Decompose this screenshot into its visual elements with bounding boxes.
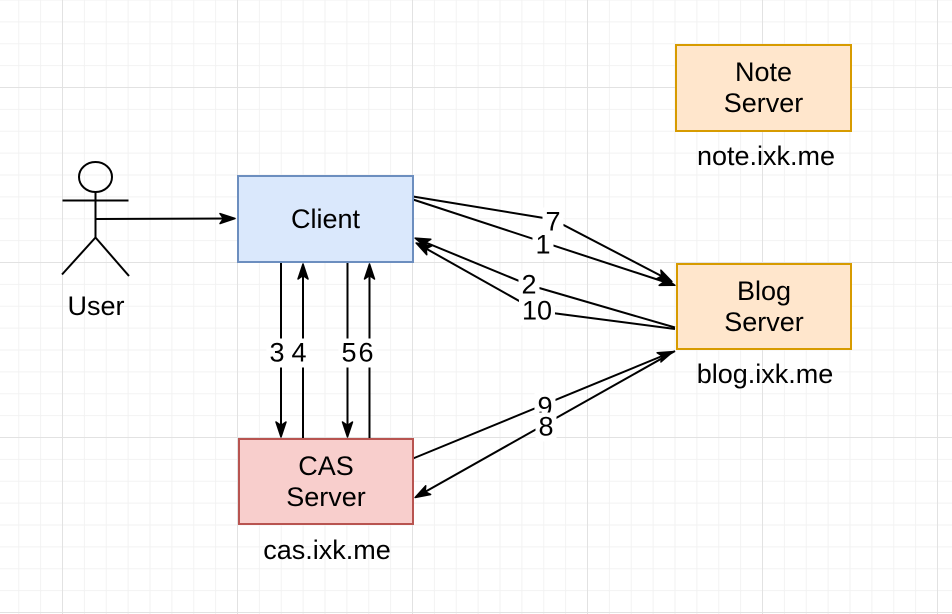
edge-label-step2[interactable]: 2 <box>518 270 540 300</box>
edge-label-step6[interactable]: 6 <box>355 338 377 368</box>
cas-server-name-line2: Server <box>286 481 366 512</box>
cas-server-name-line1: CAS <box>298 450 354 481</box>
edge-label-step5[interactable]: 5 <box>338 338 360 368</box>
note-server-name-line1: Note <box>734 57 793 87</box>
edge-label-step3[interactable]: 3 <box>266 338 288 368</box>
actor-leg-left <box>61 236 97 276</box>
note-server-domain-label[interactable]: note.ixk.me <box>696 141 836 171</box>
blog-server-domain-label[interactable]: blog.ixk.me <box>696 359 834 389</box>
note-server-node[interactable]: Note Server <box>675 44 852 132</box>
cas-server-node[interactable]: CAS Server <box>238 438 414 525</box>
edge-label-step7[interactable]: 7 <box>542 207 564 237</box>
blog-server-node[interactable]: Blog Server <box>676 263 852 350</box>
actor-leg-right <box>94 236 130 277</box>
client-node[interactable]: Client <box>237 175 414 263</box>
edge-label-step8[interactable]: 8 <box>535 412 557 442</box>
blog-server-name-line2: Server <box>724 306 804 337</box>
user-actor[interactable] <box>61 161 130 277</box>
note-server-name-line2: Server <box>723 88 804 118</box>
edge-label-step10[interactable]: 10 <box>518 296 556 326</box>
edge-label-step1[interactable]: 1 <box>532 230 554 260</box>
client-node-label: Client <box>290 203 361 234</box>
edge-label-step4[interactable]: 4 <box>288 338 310 368</box>
user-actor-label[interactable]: User <box>67 291 125 321</box>
actor-head <box>78 161 113 193</box>
edge-user-to-client[interactable] <box>95 212 236 225</box>
cas-server-domain-label[interactable]: cas.ixk.me <box>263 535 391 565</box>
blog-server-name-line1: Blog <box>736 275 792 306</box>
